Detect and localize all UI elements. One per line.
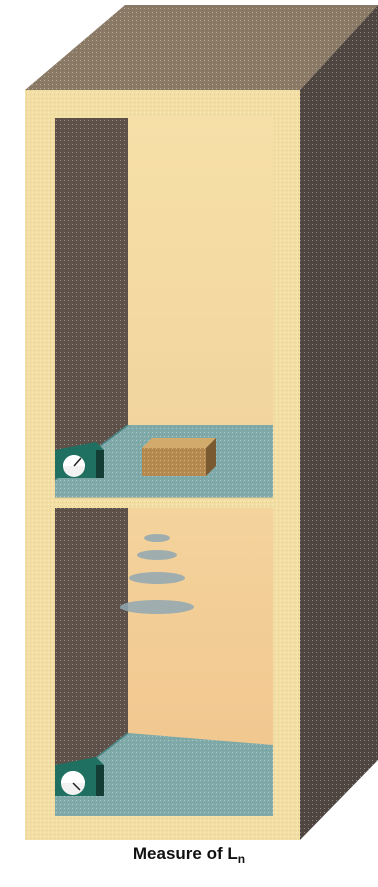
upper-room — [55, 118, 273, 498]
caption-text: Measure of L — [133, 844, 238, 863]
caption-subscript: n — [238, 852, 245, 866]
tapping-machine-icon — [142, 438, 216, 476]
building-cross-section-diagram — [0, 0, 378, 840]
diagram-caption: Measure of Ln — [0, 844, 378, 866]
lower-room — [55, 508, 273, 816]
